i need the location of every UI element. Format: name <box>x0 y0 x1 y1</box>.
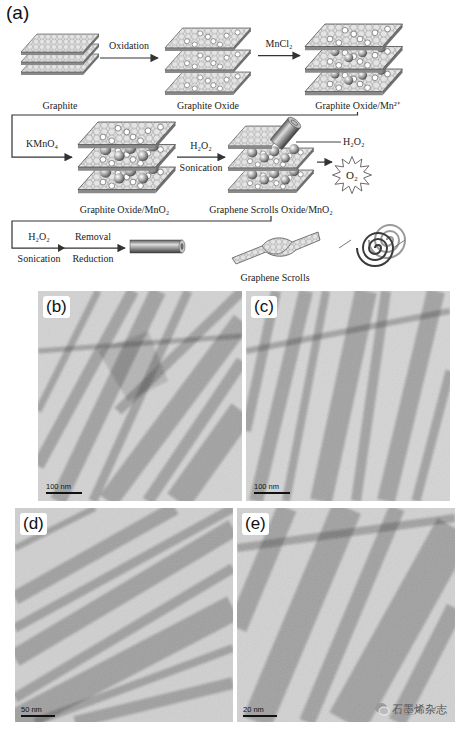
panel-letter: (e) <box>242 513 269 535</box>
process-arrow <box>12 216 271 248</box>
watermark: 石墨烯杂志 <box>392 703 447 716</box>
annotation-label: (a) <box>6 2 29 24</box>
reagent-label: KMnO₄ <box>16 138 68 150</box>
process-arrow <box>177 157 225 158</box>
stage-node: Graphite Oxide/Mn²⁺ <box>300 18 415 112</box>
stage-node: Graphene Scrolls <box>125 222 425 284</box>
scroll-twisted <box>232 232 320 264</box>
stage-caption: Graphite Oxide/Mn²⁺ <box>315 100 400 112</box>
scale-bar-label: 100 nm <box>254 482 279 491</box>
process-arrow <box>12 112 358 157</box>
panel-letter: (c) <box>251 296 277 318</box>
schematic-illustration <box>0 0 470 290</box>
leader-line <box>296 142 341 143</box>
tem-image <box>237 508 455 722</box>
stage-caption: Graphene Scrolls Oxide/MnO₂ <box>209 204 332 216</box>
starburst-shape <box>333 157 372 194</box>
stage-caption: Graphite <box>43 100 78 112</box>
process-arrow <box>100 57 158 58</box>
scale-bar-label: 20 nm <box>243 705 264 714</box>
stage-node: Graphite Oxide/MnO₂ <box>72 118 177 216</box>
scroll-spiral <box>339 225 405 266</box>
stage-caption: Graphite Oxide/MnO₂ <box>80 204 169 216</box>
reagent-label: H₂O₂ Sonication <box>14 226 64 270</box>
scroll-tube <box>130 240 185 253</box>
gas-starburst: O₂ <box>332 156 372 194</box>
scroll-oxide-stack <box>228 115 314 193</box>
stage-caption: Graphene Scrolls <box>240 272 309 284</box>
tem-image <box>246 291 450 501</box>
stage-node: Graphene Scrolls Oxide/MnO₂ <box>225 118 317 216</box>
annotation-label: Removal <box>64 226 122 248</box>
annotation-label: Reduction <box>64 248 122 270</box>
stage-node: Graphite Oxide <box>158 18 258 112</box>
panel-letter: (d) <box>20 513 47 535</box>
scale-bar-label: 50 nm <box>21 705 42 714</box>
tem-image <box>38 291 242 501</box>
gas-label: O₂ <box>332 156 372 194</box>
tem-image <box>15 508 233 722</box>
graphite-oxide-stack <box>165 28 251 95</box>
graphite-oxide-mno2-stack <box>78 122 176 193</box>
process-arrow <box>317 162 332 163</box>
watermark-icon <box>374 701 390 717</box>
reagent-label: Oxidation <box>100 40 158 52</box>
reagent-label: H₂O₂ Sonication <box>177 135 225 179</box>
stage-node: Graphite <box>20 22 100 112</box>
reagent-label: MnCl₂ <box>258 38 300 50</box>
process-arrow <box>258 55 300 56</box>
arrow-head <box>58 244 65 252</box>
graphite-oxide-mn-stack <box>305 24 403 95</box>
stage-caption: Graphite Oxide <box>177 100 239 112</box>
panel-letter: (b) <box>43 296 70 318</box>
scale-bar-label: 100 nm <box>46 482 71 491</box>
graphite-stack <box>21 34 99 75</box>
annotation-label: H₂O₂ <box>343 136 364 148</box>
